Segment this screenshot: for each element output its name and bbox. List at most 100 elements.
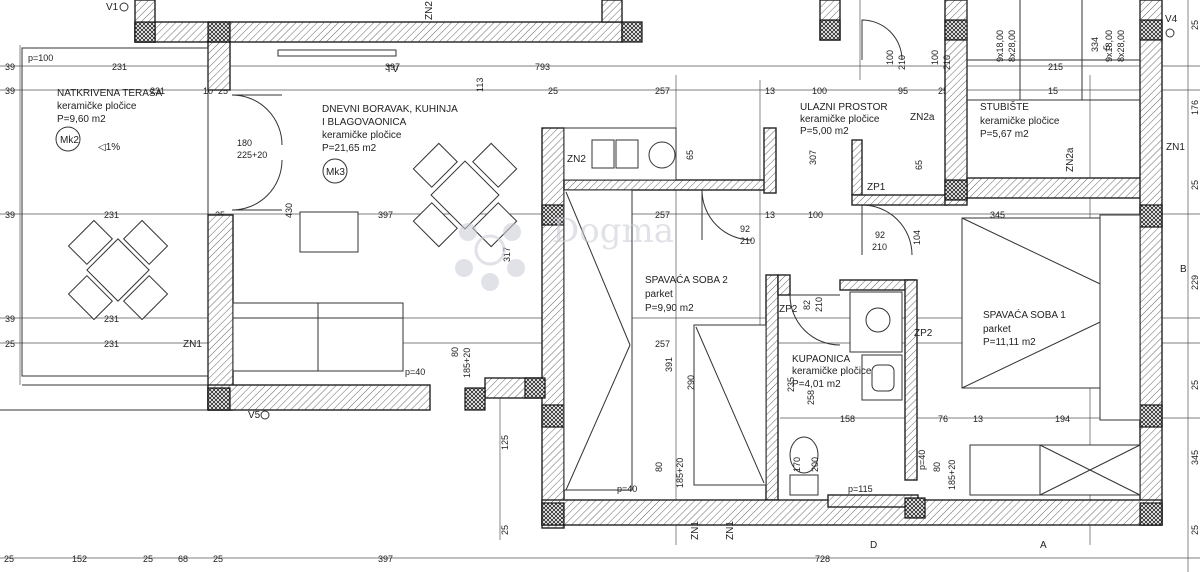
room-name: NATKRIVENA TERASA bbox=[57, 88, 163, 99]
dim-label: 104 bbox=[912, 230, 922, 245]
badge-circle-icon bbox=[55, 126, 81, 152]
dim-label: 13 bbox=[765, 210, 775, 220]
dim-label: 194 bbox=[1055, 414, 1070, 424]
badge-circle-icon bbox=[322, 158, 348, 184]
marker-zp2: ZP2 bbox=[779, 304, 798, 315]
dim-label: 317 bbox=[502, 247, 512, 262]
opening-w: 100 bbox=[885, 50, 895, 65]
opening-h: 210 bbox=[942, 55, 952, 70]
opening-w: 80 bbox=[450, 347, 460, 357]
tv-unit-icon bbox=[277, 49, 397, 57]
marker-circle-icon bbox=[1165, 28, 1175, 38]
dim-label: 793 bbox=[535, 62, 550, 72]
room-name: ULAZNI PROSTOR bbox=[800, 102, 888, 113]
dim-label: 176 bbox=[1190, 100, 1200, 115]
dim-label: 25 bbox=[1190, 525, 1200, 535]
opening-h: 210 bbox=[814, 297, 824, 312]
marker-v1: V1 bbox=[106, 2, 119, 13]
dim-label: 39 bbox=[5, 86, 15, 96]
dim-label: 65 bbox=[914, 160, 924, 170]
dim-label: 231 bbox=[104, 314, 119, 324]
sill-label: p=115 bbox=[848, 484, 873, 494]
marker-v5: V5 bbox=[248, 410, 261, 421]
dim-label: 39 bbox=[5, 62, 15, 72]
axis-a: A bbox=[1040, 540, 1047, 551]
dim-label: 231 bbox=[112, 62, 127, 72]
opening-w: 180 bbox=[237, 138, 252, 148]
dim-label: 25 bbox=[1190, 380, 1200, 390]
dim-label: 65 bbox=[685, 150, 695, 160]
dim-label: 39 bbox=[5, 210, 15, 220]
double-bed-icon bbox=[961, 214, 1141, 421]
room-name: I BLAGOVAONICA bbox=[322, 117, 407, 128]
doors[interactable] bbox=[231, 19, 913, 346]
room-name: STUBIŠTE bbox=[980, 100, 1029, 113]
room-labels: NATKRIVENA TERASA keramičke pločice P=9,… bbox=[55, 88, 1066, 390]
axis-d: D bbox=[870, 540, 877, 551]
logo-icon bbox=[455, 223, 525, 291]
dim-label: 728 bbox=[815, 554, 830, 564]
dim-label: 257 bbox=[655, 86, 670, 96]
dim-label: 158 bbox=[840, 414, 855, 424]
opening-h: 200 bbox=[810, 457, 820, 472]
room-name: KUPAONICA bbox=[792, 354, 850, 365]
marker-zn1: ZN1 bbox=[183, 339, 202, 350]
dim-label: 25 bbox=[218, 86, 228, 96]
dim-label: 397 bbox=[385, 62, 400, 72]
door-bedroom1-icon bbox=[861, 204, 913, 256]
dim-label: 5 bbox=[1102, 45, 1112, 50]
sill-label: p=100 bbox=[28, 53, 53, 63]
room-area: P=9,60 m2 bbox=[57, 114, 106, 125]
watermark-text: Dogma bbox=[552, 211, 674, 251]
dim-label: 215 bbox=[1048, 62, 1063, 72]
dim-label: 231 bbox=[150, 86, 165, 96]
opening-h: 185+20 bbox=[462, 348, 472, 378]
opening-w: 92 bbox=[875, 230, 885, 240]
room-floor: keramičke pločice bbox=[980, 116, 1060, 127]
furniture bbox=[67, 0, 1141, 496]
dim-label: 257 bbox=[655, 210, 670, 220]
opening-labels: p=100 p=40 p=40 p=40 p=115 180 225+20 92… bbox=[28, 30, 1126, 494]
opening-h: 210 bbox=[872, 242, 887, 252]
dim-label: 125 bbox=[500, 435, 510, 450]
door-terrace-icon bbox=[231, 94, 283, 146]
room-badge: Mk3 bbox=[326, 167, 345, 178]
dim-label: 345 bbox=[990, 210, 1005, 220]
dim-label: 76 bbox=[938, 414, 948, 424]
dim-label: 39 bbox=[5, 314, 15, 324]
door-entry-icon bbox=[861, 19, 903, 61]
dim-label: 25 bbox=[213, 554, 223, 564]
dim-label: 25 bbox=[938, 86, 948, 96]
watermark: Dogma bbox=[455, 211, 674, 291]
marker-zn2a: ZN2a bbox=[1065, 147, 1076, 172]
dim-label: 15 bbox=[1048, 86, 1058, 96]
dim-label: 152 bbox=[72, 554, 87, 564]
bathroom-fixtures bbox=[789, 291, 903, 496]
room-floor: keramičke pločice bbox=[792, 366, 872, 377]
room-area: P=5,00 m2 bbox=[800, 126, 849, 137]
kitchen-counter-icon bbox=[563, 127, 677, 181]
dim-label: 95 bbox=[898, 86, 908, 96]
room-floor: keramičke pločice bbox=[57, 101, 137, 112]
opening-w: 80 bbox=[932, 462, 942, 472]
dim-label: 13 bbox=[973, 414, 983, 424]
door-terrace-icon bbox=[231, 159, 283, 211]
room-area: P=9,90 m2 bbox=[645, 303, 694, 314]
dim-label: 345 bbox=[1190, 450, 1200, 465]
marker-zn2a: ZN2a bbox=[910, 112, 935, 123]
opening-w: 80 bbox=[654, 462, 664, 472]
dim-label: 25 bbox=[1190, 20, 1200, 30]
dim-label: 25 bbox=[500, 525, 510, 535]
dim-label: 25 bbox=[548, 86, 558, 96]
opening-w: 100 bbox=[930, 50, 940, 65]
slope-label: ◁1% bbox=[98, 142, 120, 153]
terrace-table-icon bbox=[67, 219, 169, 321]
dim-label: 229 bbox=[1190, 275, 1200, 290]
opening-h: 185+20 bbox=[947, 460, 957, 490]
dim-label: 25 bbox=[1190, 180, 1200, 190]
markers: V1 V4 V5 ZN1 ZN1 ZN2 ZN2a ZN2a ZN2 TV B … bbox=[106, 1, 1187, 551]
dim-label: 25 bbox=[4, 554, 14, 564]
dim-label: 257 bbox=[655, 339, 670, 349]
stair-label: 8x28,00 bbox=[1116, 30, 1126, 62]
stairs-icon bbox=[966, 0, 1141, 178]
